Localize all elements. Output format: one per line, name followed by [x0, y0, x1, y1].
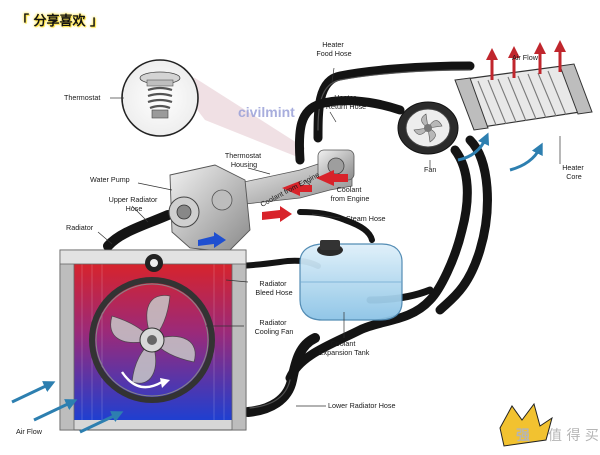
label-heater-food-hose: Heater Food Hose — [316, 40, 351, 58]
label-heater-core: Heater Core — [562, 163, 586, 181]
lower-radiator-hose — [243, 333, 320, 417]
heater-outlet-hose — [285, 145, 472, 383]
label-water-pump: Water Pump — [90, 175, 130, 184]
label-upper-radiator-hose: Upper Radiator Hose — [109, 195, 160, 213]
expansion-tank-icon — [299, 240, 403, 321]
heater-return-hose — [294, 96, 405, 165]
label-thermostat-housing: Thermostat Housing — [225, 151, 263, 169]
label-heater-return-hose: Heater Return Hose — [326, 93, 366, 111]
heater-bypass-hose — [435, 135, 492, 315]
fan-icon — [397, 101, 459, 155]
water-pump-icon — [168, 164, 292, 253]
hot-coolant-arrow — [316, 170, 348, 186]
air-flow-arrow-icon — [11, 381, 124, 434]
label-air-flow-top: Air Flow — [512, 53, 539, 62]
label-lower-radiator-hose: Lower Radiator Hose — [328, 401, 396, 410]
label-air-flow-bottom: Air Flow — [16, 427, 43, 436]
heater-core-icon — [454, 63, 593, 131]
magnifier-cone — [168, 72, 305, 158]
banner-title: 「 分享喜欢 」 — [16, 14, 104, 29]
radiator-cooling-fan — [89, 277, 215, 403]
corner-stamp-text: 强 — [516, 428, 530, 444]
hot-coolant-arrow — [282, 181, 312, 196]
thermostat-housing — [229, 149, 355, 206]
leader-lines — [97, 67, 561, 407]
label-steam-hose: Steam Hose — [346, 214, 386, 223]
label-thermostat: Thermostat — [64, 93, 100, 102]
label-radiator: Radiator — [66, 223, 94, 232]
steam-hose — [297, 209, 375, 243]
label-coolant-expansion-tank: Coolant Expansion Tank — [319, 339, 370, 357]
thermostat-icon — [121, 59, 199, 137]
corner-stamp-logo: 强 值 得 买 — [499, 402, 599, 447]
watermark-text: civilmint — [238, 104, 295, 120]
air-flow-arrow-icon — [457, 40, 566, 172]
label-coolant-from-engine: Coolant from Engine — [331, 185, 370, 203]
cold-coolant-arrow — [198, 232, 226, 248]
corner-site-text: 值 得 买 — [548, 427, 599, 444]
label-radiator-cooling-fan: Radiator Cooling Fan — [255, 318, 294, 336]
label-radiator-bleed-hose: Radiator Bleed Hose — [255, 279, 292, 297]
upper-radiator-hose — [103, 210, 173, 251]
hot-coolant-arrow — [262, 206, 292, 222]
label-fan: Fan — [424, 165, 436, 174]
